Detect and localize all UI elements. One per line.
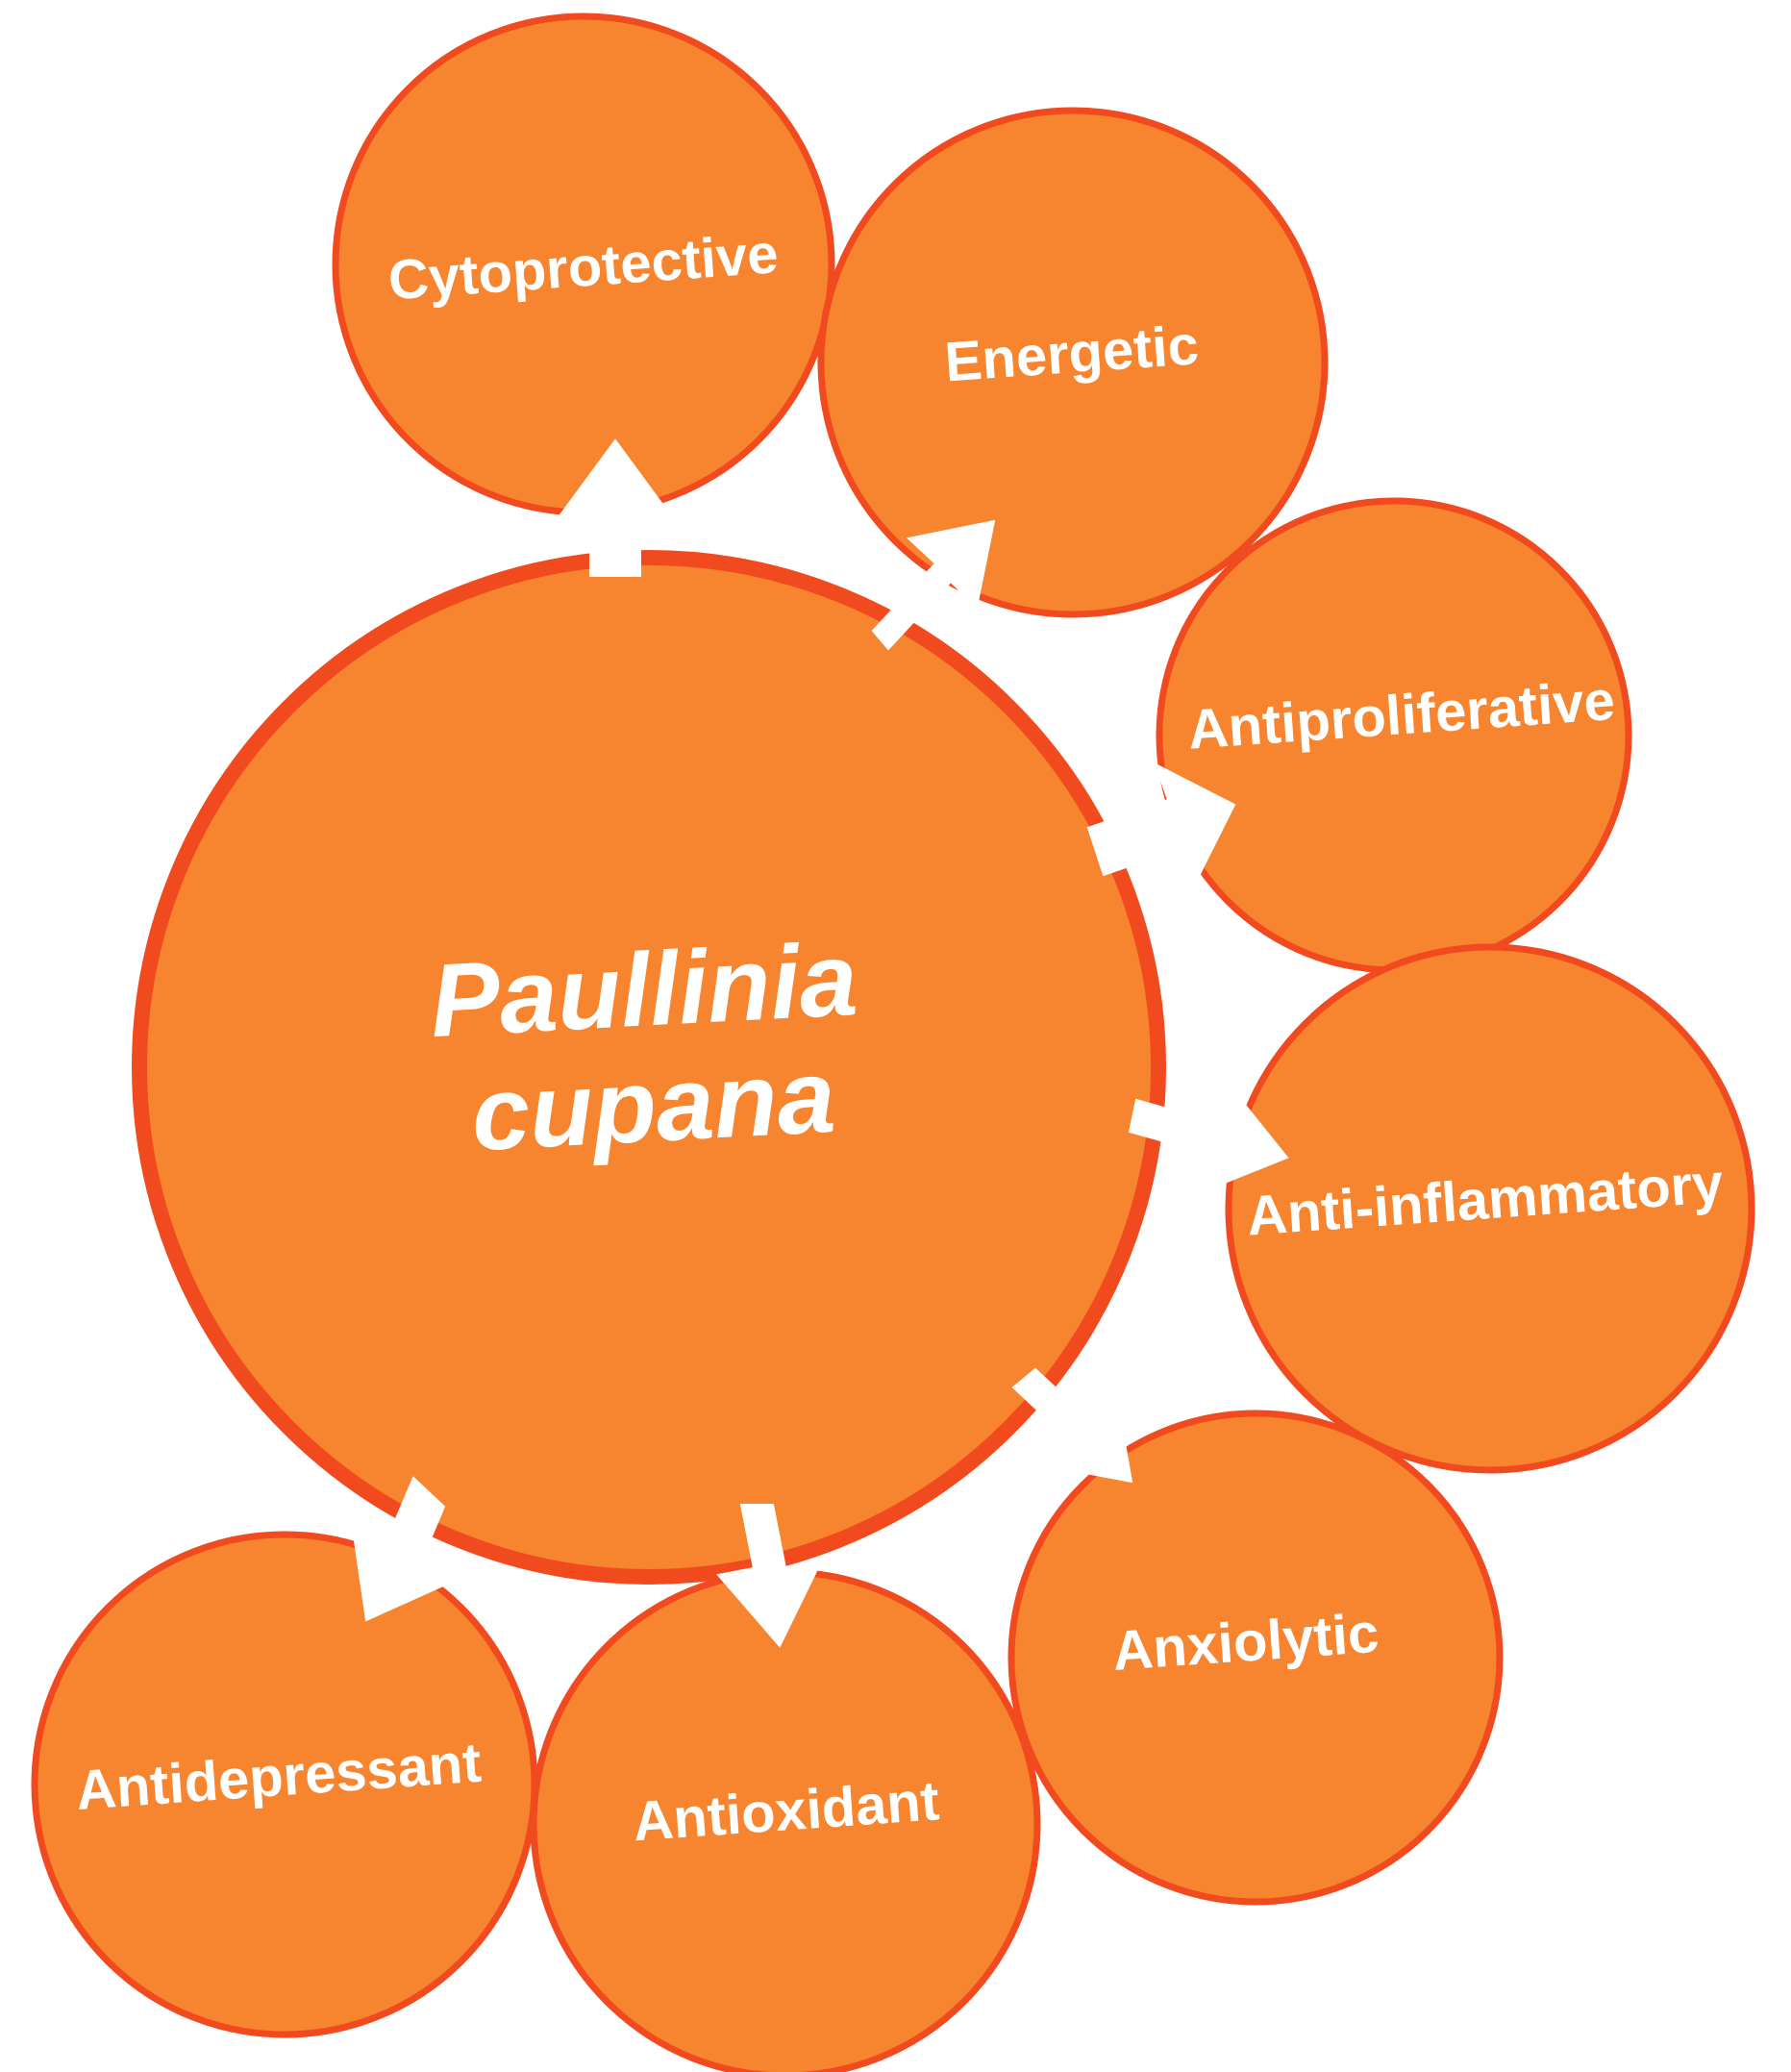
anti-inflammatory-bubble xyxy=(1225,943,1755,1474)
arrow-to-cytoprotective xyxy=(552,438,679,577)
arrow-to-antiproliferative xyxy=(1086,761,1236,886)
center-bubble xyxy=(132,550,1166,1585)
arrow-to-antioxidant xyxy=(716,1504,823,1648)
antidepressant-bubble xyxy=(31,1531,538,2038)
arrow-to-anti-inflammatory xyxy=(1128,1086,1289,1192)
arrow-to-anxiolytic xyxy=(1011,1367,1133,1484)
energetic-bubble xyxy=(817,107,1329,618)
center-label-line1: Paullinia xyxy=(428,920,860,1059)
arrow-to-antidepressant xyxy=(351,1476,455,1622)
anxiolytic-bubble xyxy=(1007,1410,1504,1906)
center-label-line2: cupana xyxy=(469,1037,838,1173)
arrow-to-energetic xyxy=(871,519,996,651)
